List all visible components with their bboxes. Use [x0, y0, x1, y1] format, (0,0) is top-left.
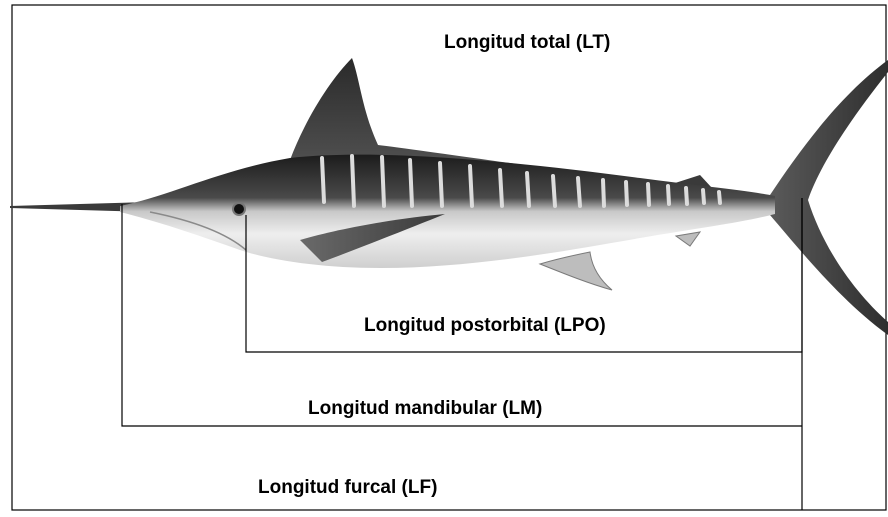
marlin-eye [233, 203, 245, 215]
marlin-anal-fin [540, 252, 612, 290]
label-furcal-length: Longitud furcal (LF) [258, 477, 437, 499]
marlin-finlet [676, 232, 700, 246]
label-mandibular-length: Longitud mandibular (LM) [308, 398, 542, 420]
marlin-illustration [10, 58, 888, 335]
marlin-body [120, 155, 775, 268]
marlin-tail-fin [770, 60, 888, 335]
label-total-length: Longitud total (LT) [444, 32, 610, 54]
label-postorbital-length: Longitud postorbital (LPO) [364, 315, 606, 337]
